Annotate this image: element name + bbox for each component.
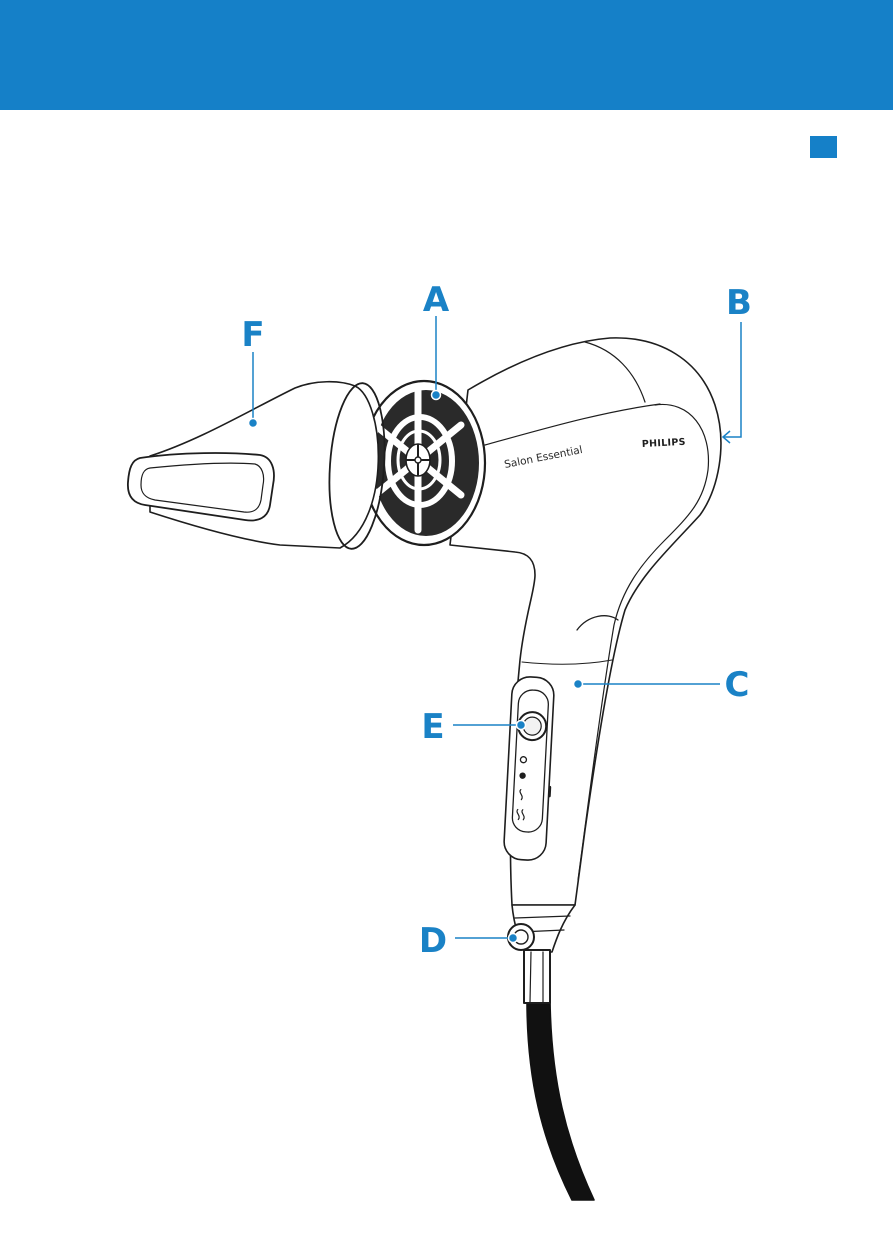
part-label-b: B (726, 283, 752, 323)
air-inlet-grille (363, 381, 485, 545)
leader-dot-f (249, 419, 258, 428)
concentrator-nozzle (128, 381, 390, 550)
leader-dot-e (517, 721, 526, 730)
leader-dot-a (432, 391, 441, 400)
part-label-f: F (241, 315, 264, 355)
part-label-e: E (421, 707, 444, 747)
part-label-a: A (423, 280, 450, 320)
hair-dryer-illustration: Salon Essential PHILIPS (128, 338, 721, 1200)
cord-strain-relief (524, 950, 550, 1003)
part-label-d: D (419, 921, 447, 961)
power-cord (527, 1000, 594, 1200)
leader-dot-d (509, 934, 518, 943)
leader-dot-c (574, 680, 583, 689)
callout-d: D (419, 921, 518, 961)
callout-b: B (723, 283, 752, 443)
part-label-c: C (725, 665, 750, 705)
grille-hub-center (415, 457, 421, 463)
brand-logo: PHILIPS (642, 437, 686, 450)
leader-line-b (723, 322, 741, 437)
